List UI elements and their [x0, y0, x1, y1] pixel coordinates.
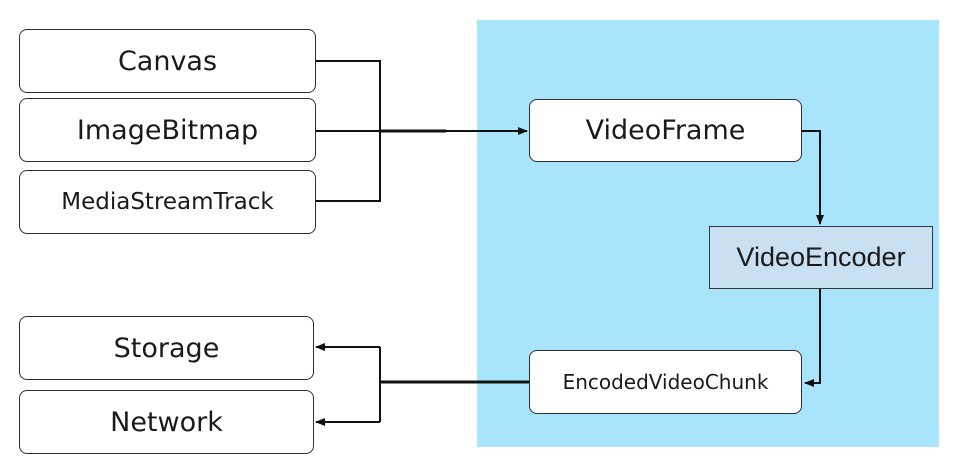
connector-videoframe-to-encoder — [802, 130, 824, 225]
node-canvas: Canvas — [19, 29, 316, 93]
node-videoframe: VideoFrame — [529, 99, 802, 162]
connector-mediastreamtrack — [316, 131, 381, 202]
connector-canvas — [316, 60, 381, 131]
node-storage: Storage — [19, 316, 314, 380]
node-imagebitmap: ImageBitmap — [19, 98, 316, 162]
node-encodedvideochunk: EncodedVideoChunk — [529, 350, 802, 414]
node-mediastreamtrack: MediaStreamTrack — [19, 170, 316, 234]
connector-encoder-to-chunk — [804, 289, 821, 387]
node-videoencoder: VideoEncoder — [709, 226, 933, 289]
node-network: Network — [19, 390, 314, 454]
